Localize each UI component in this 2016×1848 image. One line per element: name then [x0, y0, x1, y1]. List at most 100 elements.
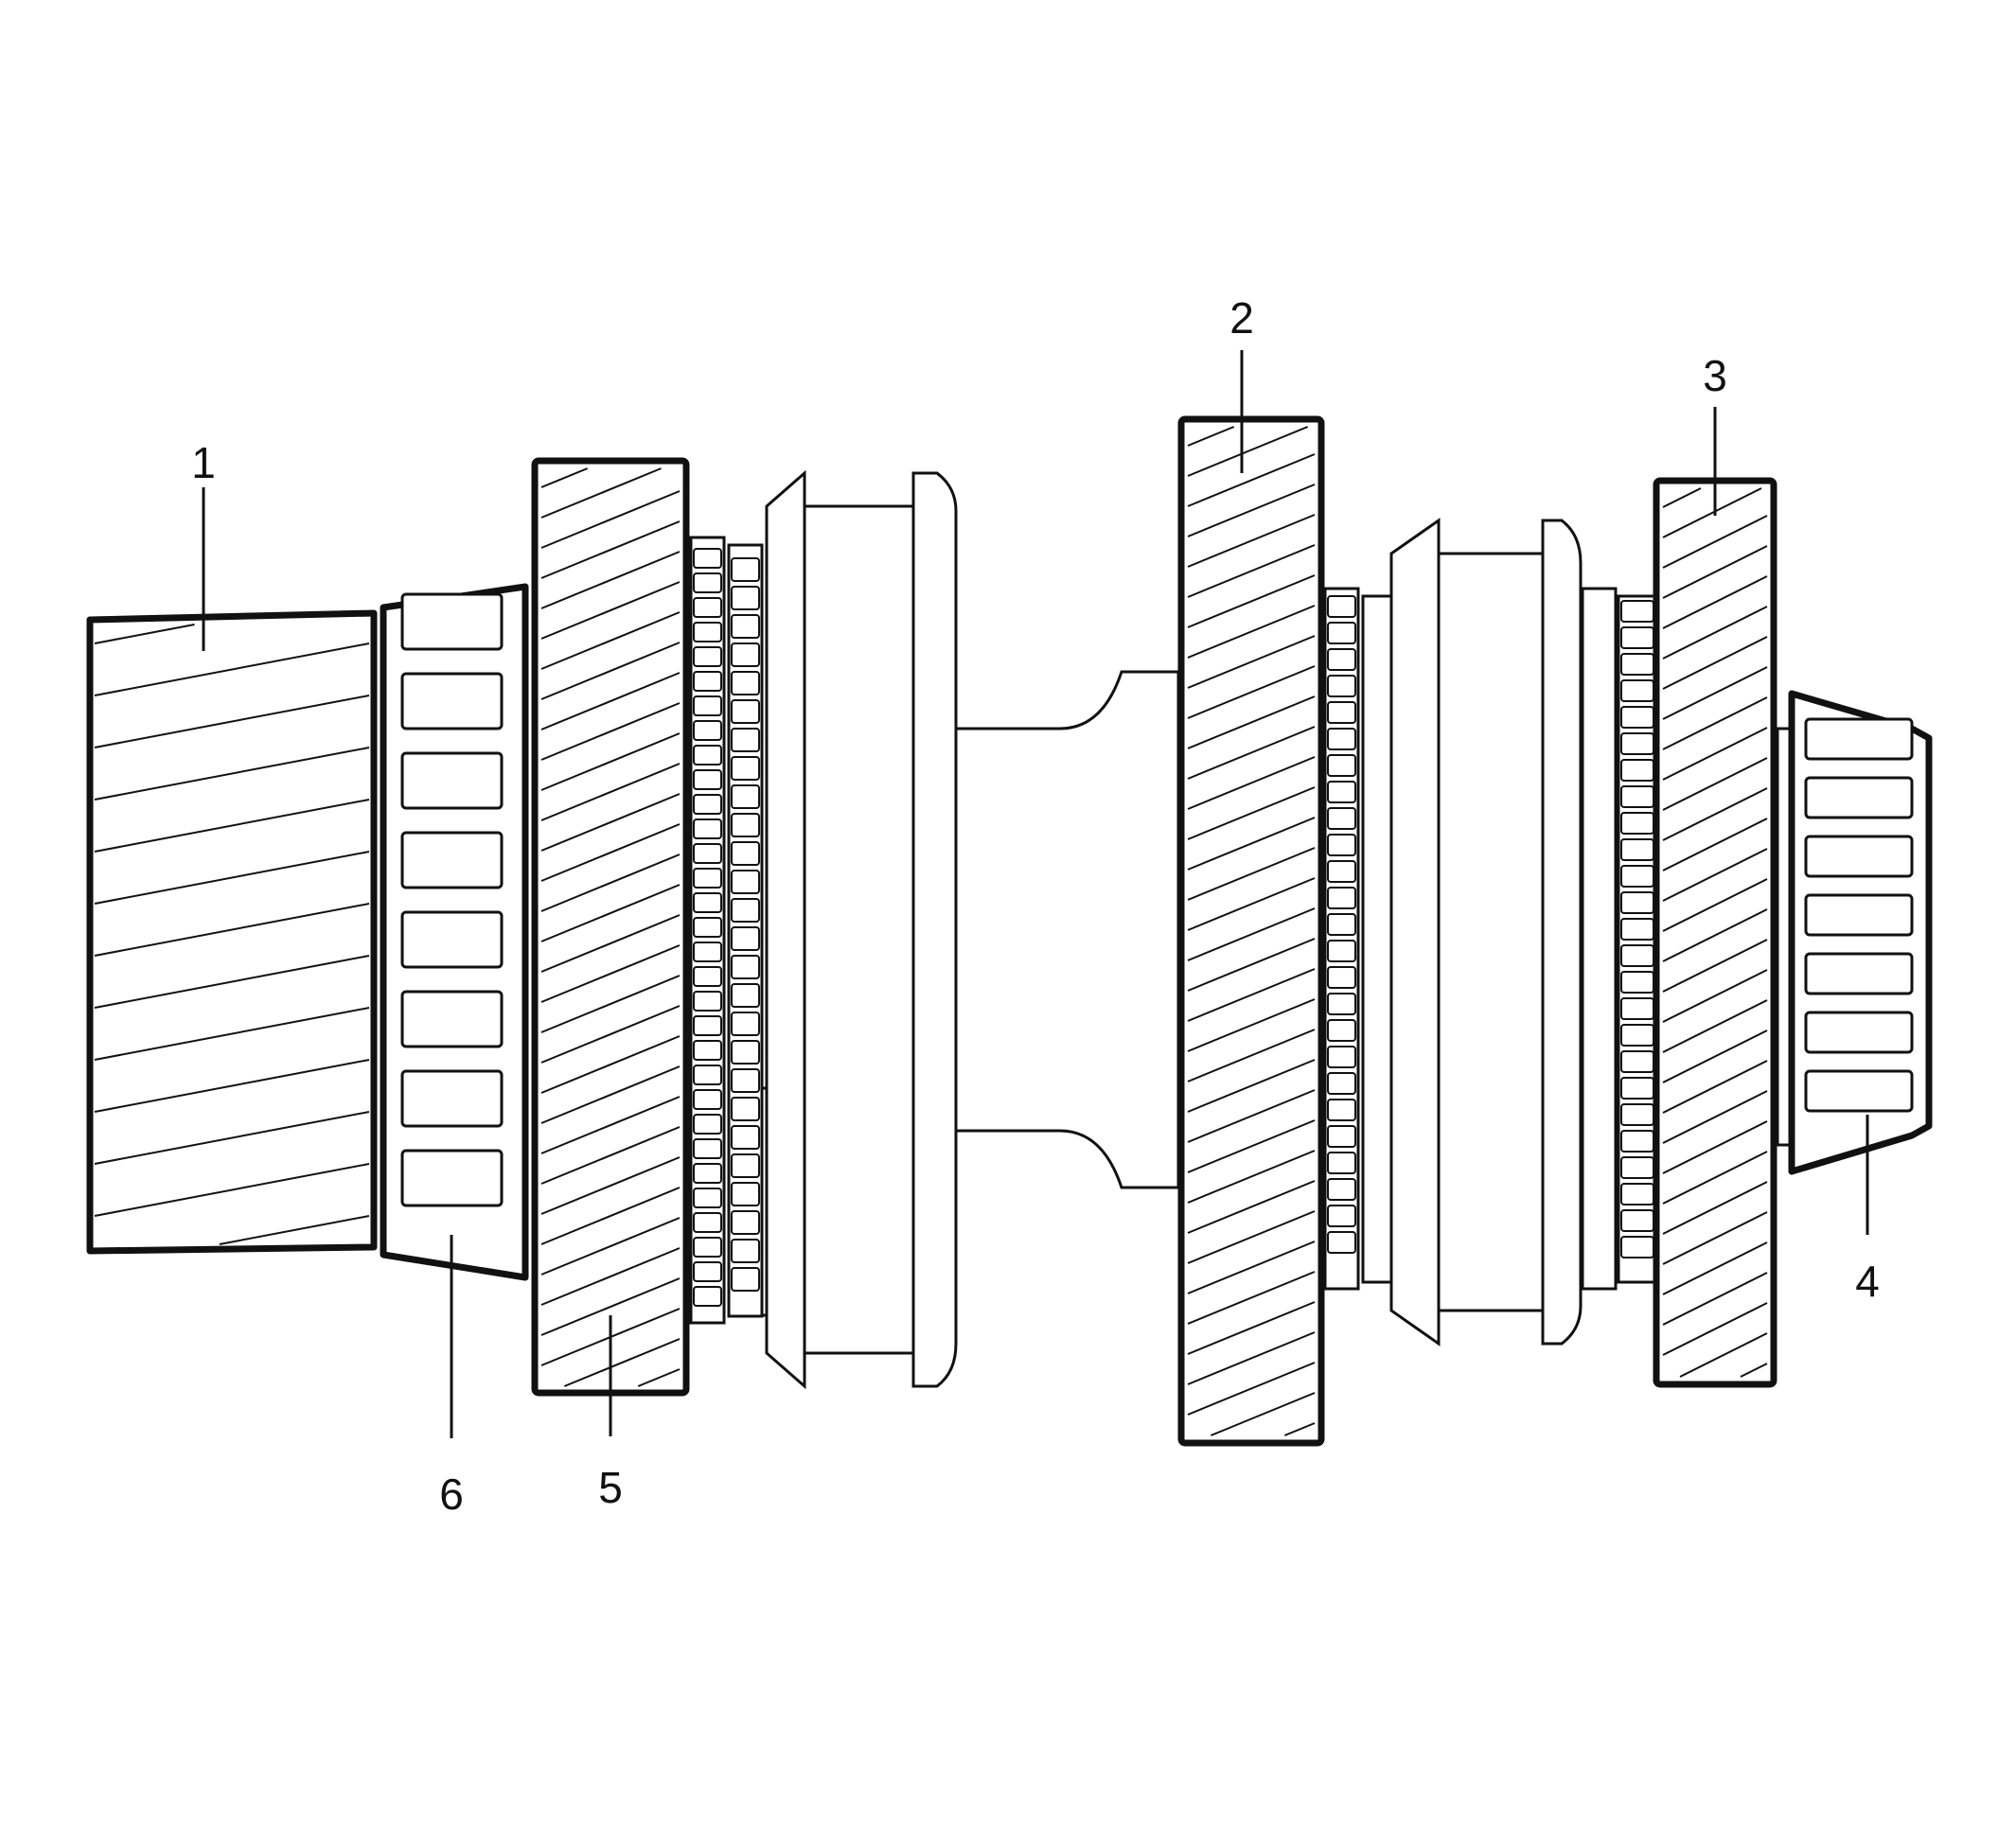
- tooth: [731, 1153, 760, 1178]
- tooth-line: [94, 1163, 370, 1217]
- tooth: [693, 1089, 722, 1110]
- tooth-line: [540, 1247, 681, 1306]
- tooth: [693, 843, 722, 864]
- tooth: [731, 756, 760, 781]
- tooth: [693, 892, 722, 913]
- tooth-line: [1187, 574, 1316, 628]
- tooth: [1327, 1178, 1356, 1201]
- tooth-line: [1187, 1059, 1316, 1113]
- tooth: [693, 1212, 722, 1233]
- tooth: [1327, 913, 1356, 936]
- tooth-line: [1662, 757, 1768, 811]
- tooth-line: [1187, 695, 1316, 749]
- tooth: [693, 1163, 722, 1184]
- tooth-line: [1187, 786, 1316, 840]
- tooth: [693, 1138, 722, 1159]
- tooth: [693, 868, 722, 889]
- tooth: [1327, 622, 1356, 644]
- tooth-line: [1662, 848, 1768, 902]
- tooth-line: [1662, 878, 1768, 932]
- tooth-line: [540, 672, 681, 730]
- tooth: [1327, 1099, 1356, 1121]
- tooth: [693, 548, 722, 569]
- input-helical-gear: [86, 609, 378, 1255]
- tooth-line: [540, 702, 681, 761]
- left-synchronizer: [689, 469, 958, 1390]
- tooth-line: [1662, 1151, 1768, 1205]
- tooth-line: [1187, 998, 1316, 1052]
- tooth: [1327, 860, 1356, 883]
- tooth-line: [1187, 635, 1316, 689]
- center-helical-gear: [1177, 415, 1325, 1447]
- roller: [400, 1149, 504, 1207]
- roller: [400, 831, 504, 889]
- roller: [400, 910, 504, 969]
- tooth: [693, 1261, 722, 1282]
- tooth: [731, 841, 760, 866]
- tooth-line: [540, 520, 681, 579]
- callout-label: 1: [191, 438, 216, 487]
- tooth: [1327, 728, 1356, 750]
- tooth-line: [1187, 756, 1316, 810]
- tooth-line: [540, 1035, 681, 1094]
- tooth: [1327, 966, 1356, 989]
- tooth-line: [1662, 818, 1768, 871]
- tooth-line: [1662, 1302, 1768, 1356]
- roller: [1804, 952, 1914, 995]
- tooth: [693, 1015, 722, 1036]
- tooth: [1327, 1046, 1356, 1068]
- tooth-line: [637, 1368, 681, 1387]
- tooth: [693, 597, 722, 618]
- callout-label: 6: [439, 1470, 464, 1519]
- tooth: [731, 784, 760, 809]
- tooth: [1327, 940, 1356, 962]
- tooth-line: [1662, 1090, 1768, 1144]
- tooth-line: [563, 1338, 681, 1387]
- tooth: [1327, 834, 1356, 856]
- tooth: [731, 642, 760, 667]
- tooth: [693, 942, 722, 962]
- tooth-line: [94, 1007, 370, 1061]
- tooth-line: [540, 1065, 681, 1124]
- tooth-line: [1662, 545, 1768, 599]
- tooth: [731, 813, 760, 837]
- tooth-line: [1187, 1210, 1316, 1264]
- tooth-line: [1662, 487, 1702, 508]
- tooth-line: [94, 1059, 370, 1113]
- right-synchronizer: [1323, 518, 1658, 1346]
- tooth: [693, 818, 722, 839]
- tooth: [1327, 648, 1356, 671]
- tooth-line: [540, 975, 681, 1033]
- tooth: [731, 586, 760, 610]
- callout-1: 1: [191, 438, 216, 651]
- tooth-line: [1187, 938, 1316, 992]
- tooth: [731, 926, 760, 951]
- tooth: [693, 720, 722, 741]
- roller: [400, 672, 504, 730]
- tooth-line: [1187, 484, 1316, 537]
- tooth-line: [1187, 726, 1316, 780]
- callout-label: 4: [1855, 1257, 1880, 1306]
- tooth-line: [1187, 453, 1316, 507]
- tooth-line: [540, 490, 681, 549]
- tooth-line: [540, 1156, 681, 1215]
- tooth-line: [1187, 877, 1316, 931]
- tooth-line: [1187, 665, 1316, 719]
- tooth-line: [540, 467, 662, 519]
- tooth-line: [1187, 1241, 1316, 1294]
- tooth-line: [94, 1111, 370, 1165]
- tooth: [1327, 701, 1356, 724]
- roller: [1804, 893, 1914, 937]
- tooth-line: [540, 914, 681, 973]
- tooth: [693, 769, 722, 790]
- tooth: [731, 728, 760, 752]
- roller: [1804, 1069, 1914, 1113]
- tooth-line: [1662, 999, 1768, 1053]
- tooth-line: [94, 695, 370, 748]
- tooth-line: [1662, 666, 1768, 720]
- tooth-line: [540, 581, 681, 640]
- tooth: [693, 622, 722, 642]
- tooth: [693, 966, 722, 987]
- tooth: [693, 1286, 722, 1307]
